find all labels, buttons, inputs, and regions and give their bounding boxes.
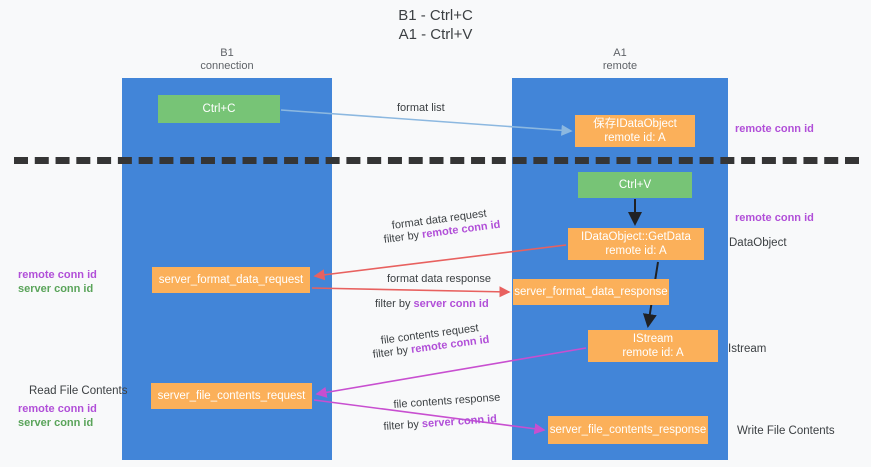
annotation-remote-conn-id-top: remote conn id: [735, 123, 814, 135]
annotation-remote-conn-id-mid: remote conn id: [735, 212, 814, 224]
edge-label-format-data-response-filter: filter by server conn id: [375, 297, 489, 312]
annotation-write-file-contents: Write File Contents: [737, 425, 835, 437]
annotation-istream: Istream: [728, 343, 767, 355]
node-server-file-contents-response[interactable]: server_file_contents_response: [548, 416, 708, 444]
edge-label-file-contents-response-filter: filter by server conn id: [383, 412, 497, 435]
node-label: server_format_data_request: [158, 274, 304, 286]
edge-label-file-contents-response: file contents response: [393, 391, 501, 411]
node-label: server_file_contents_request: [157, 390, 306, 402]
phase-divider: [14, 157, 859, 164]
node-label: IDataObject::GetData: [581, 231, 691, 243]
filter-key: server conn id: [413, 298, 489, 310]
column-header-a1: A1 remote: [602, 47, 638, 72]
page-title: B1 - Ctrl+C A1 - Ctrl+V: [398, 7, 473, 43]
node-ctrl-c[interactable]: Ctrl+C: [158, 95, 280, 123]
node-dataobject[interactable]: 保存IDataObject remote id: A: [575, 115, 695, 147]
annotation-left-bot-remote: remote conn id: [18, 403, 97, 415]
node-sublabel: remote id: A: [622, 347, 684, 359]
annotation-left-bottom: remote conn id server conn id: [18, 402, 97, 430]
node-server-format-data-request[interactable]: server_format_data_request: [152, 267, 310, 293]
node-label: server_format_data_response: [514, 286, 668, 298]
node-istream[interactable]: IStream remote id: A: [588, 330, 718, 362]
edge-label-format-data-response: format data response: [387, 273, 491, 285]
node-label: server_file_contents_response: [549, 424, 707, 436]
column-header-b1: B1 connection: [200, 47, 254, 72]
node-label: IStream: [632, 333, 674, 345]
annotation-left-mid-server: server conn id: [18, 283, 94, 295]
filter-prefix: filter by: [383, 418, 423, 433]
annotation-left-mid-remote: remote conn id: [18, 269, 97, 281]
node-sublabel: remote id: A: [605, 245, 667, 257]
node-ctrl-v[interactable]: Ctrl+V: [578, 172, 692, 198]
annotation-dataobject: DataObject: [729, 237, 787, 249]
annotation-left-mid: remote conn id server conn id: [18, 268, 97, 296]
filter-prefix: filter by: [375, 298, 414, 310]
filter-prefix: filter by: [372, 343, 412, 361]
edge-format-data-response: [311, 286, 511, 298]
node-label: Ctrl+V: [618, 179, 652, 191]
node-label: 保存IDataObject: [593, 118, 677, 130]
edge-label-format-list: format list: [397, 102, 445, 114]
node-server-format-data-response[interactable]: server_format_data_response: [513, 279, 669, 305]
node-sublabel: remote id: A: [604, 132, 666, 144]
node-label: Ctrl+C: [202, 103, 236, 115]
node-idataobject-getdata[interactable]: IDataObject::GetData remote id: A: [568, 228, 704, 260]
filter-prefix: filter by: [383, 228, 423, 246]
filter-key: server conn id: [421, 413, 498, 431]
node-server-file-contents-request[interactable]: server_file_contents_request: [151, 383, 312, 409]
annotation-read-file-contents: Read File Contents: [29, 385, 128, 397]
annotation-left-bot-server: server conn id: [18, 417, 94, 429]
